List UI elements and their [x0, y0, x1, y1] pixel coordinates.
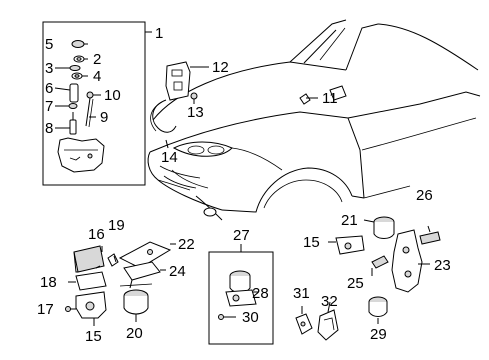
engine-mount-parts [65, 241, 176, 326]
transmission-mount-parts [295, 216, 441, 341]
callout-13: 13 [187, 104, 204, 121]
leaders-box-1 [54, 43, 101, 129]
callout-22: 22 [178, 236, 195, 253]
group-box-1 [42, 21, 152, 186]
callout-28: 28 [252, 285, 269, 302]
callout-11: 11 [322, 90, 338, 107]
callout-4: 4 [93, 68, 101, 85]
callout-17: 17 [37, 301, 54, 318]
callout-23: 23 [434, 257, 451, 274]
callout-15-left: 15 [85, 328, 102, 345]
washer-reservoir-parts [57, 40, 105, 173]
callout-16: 16 [88, 226, 105, 243]
callout-18: 18 [40, 274, 57, 291]
callout-5: 5 [45, 36, 53, 53]
callout-12: 12 [212, 59, 229, 76]
callout-labels: 1 2 3 4 5 6 7 8 9 10 11 12 13 14 15 15 1… [37, 25, 451, 345]
leaders-hood [165, 66, 318, 149]
hood-latch-parts [150, 61, 311, 133]
callout-32: 32 [321, 293, 338, 310]
callout-30: 30 [242, 309, 259, 326]
car-outline [147, 19, 481, 221]
callout-24: 24 [169, 263, 186, 280]
callout-21: 21 [341, 212, 358, 229]
callout-1: 1 [155, 25, 163, 42]
callout-8: 8 [45, 120, 53, 137]
callout-19: 19 [108, 217, 125, 234]
callout-27: 27 [233, 227, 250, 244]
callout-10: 10 [104, 87, 121, 104]
callout-26: 26 [416, 187, 433, 204]
callout-14: 14 [161, 149, 178, 166]
callout-31: 31 [293, 285, 310, 302]
callout-20: 20 [126, 325, 143, 342]
callout-25: 25 [347, 275, 364, 292]
callout-29: 29 [370, 326, 387, 343]
group-box-27 [208, 244, 274, 345]
callout-2: 2 [93, 51, 101, 68]
callout-9: 9 [100, 109, 108, 126]
callout-7: 7 [45, 98, 53, 115]
callout-15-right: 15 [303, 234, 320, 251]
callout-3: 3 [45, 60, 53, 77]
callout-6: 6 [45, 80, 53, 97]
